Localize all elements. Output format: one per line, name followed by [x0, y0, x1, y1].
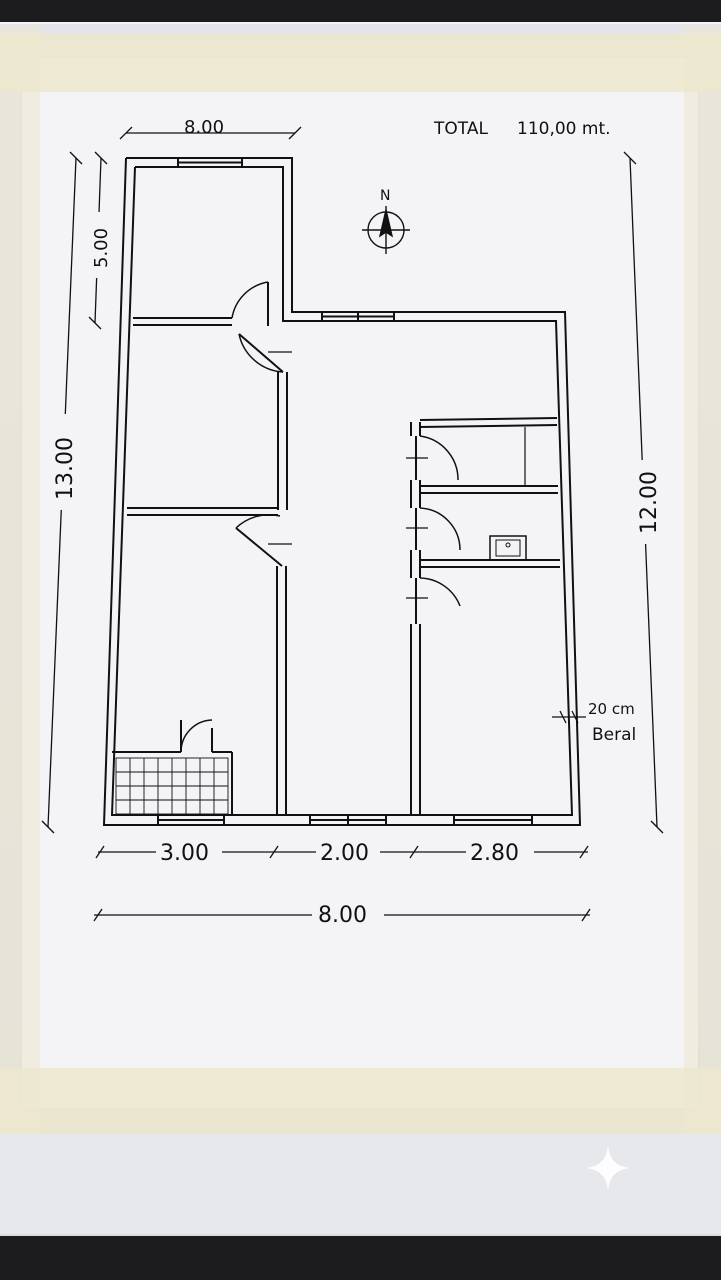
- dim-right-overall: 12.00: [637, 471, 662, 534]
- window-top: [177, 157, 243, 168]
- door-top-room: [231, 281, 269, 326]
- door-bedroom-1: [238, 333, 292, 373]
- dim-bottom-middle: 2.00: [320, 841, 369, 866]
- masking-tape-right: [684, 26, 721, 1134]
- total-value: 110,00 mt.: [517, 119, 611, 139]
- door-bedroom-2: [235, 514, 292, 567]
- drawing-paper: [22, 58, 698, 1108]
- dim-left-overall: 13.00: [53, 437, 78, 500]
- window-hall: [321, 311, 395, 322]
- door-bathroom: [406, 507, 461, 551]
- masking-tape-top: [0, 34, 721, 92]
- dim-left-upper: 5.00: [91, 228, 112, 268]
- sparkle-icon: [586, 1146, 630, 1190]
- window-bottom-right: [453, 814, 533, 826]
- tiled-storage-floor: [115, 757, 229, 815]
- compass-icon: [362, 206, 410, 254]
- door-bedroom-3: [406, 577, 461, 624]
- dim-bottom-overall: 8.00: [318, 903, 367, 928]
- interior-walls: [112, 317, 560, 815]
- door-storage: [180, 719, 213, 753]
- door-toilet: [406, 435, 459, 481]
- exterior-wall: [102, 157, 582, 826]
- dim-bottom-right: 2.80: [470, 841, 519, 866]
- note-wall-name: Beral: [592, 725, 636, 745]
- dim-top-width: 8.00: [184, 117, 224, 138]
- sink: [489, 535, 527, 561]
- glass-bottom-strip: [0, 1134, 721, 1234]
- masking-tape-left: [0, 26, 40, 1134]
- total-label: TOTAL: [433, 119, 488, 139]
- dimension-lines: [41, 126, 664, 922]
- window-bottom-middle: [309, 814, 387, 826]
- window-bottom-left: [157, 814, 225, 826]
- note-wall-size: 20 cm: [588, 700, 635, 718]
- dim-bottom-left: 3.00: [160, 841, 209, 866]
- compass-north-label: N: [380, 188, 390, 204]
- masking-tape-bottom: [0, 1068, 721, 1134]
